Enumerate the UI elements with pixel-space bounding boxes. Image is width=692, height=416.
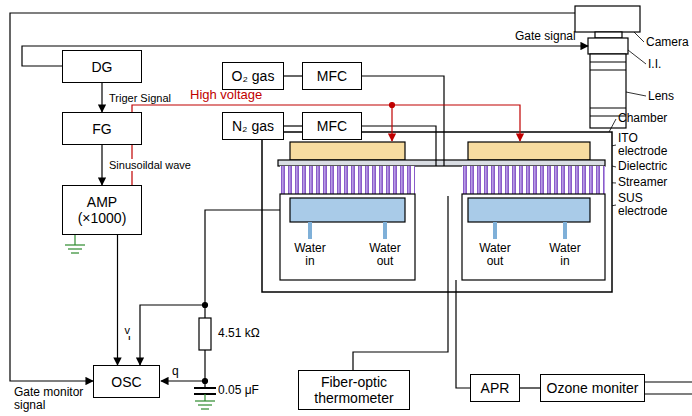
part-label: Water out bbox=[475, 242, 515, 268]
process-box: OSC bbox=[93, 365, 160, 398]
streamer bbox=[462, 166, 605, 194]
sus-electrode bbox=[290, 198, 405, 222]
part-label: Water in bbox=[290, 242, 330, 268]
process-box: AMP (×1000) bbox=[62, 185, 142, 235]
box-text: Ozone moniter bbox=[547, 380, 639, 396]
dielectric bbox=[278, 160, 605, 166]
exhaust-out bbox=[645, 381, 692, 382]
connector bbox=[101, 145, 102, 185]
signal-label: Sinusoildal wave bbox=[108, 159, 192, 171]
process-box: Ozone moniter bbox=[540, 374, 645, 402]
water-pipes bbox=[310, 222, 565, 239]
gas-tube bbox=[362, 76, 444, 166]
gas-tube bbox=[362, 126, 436, 166]
part-label: 4.51 kΩ bbox=[218, 327, 278, 340]
connector bbox=[101, 83, 102, 112]
part-label: High voltage bbox=[190, 88, 280, 102]
junction-dot bbox=[203, 303, 208, 308]
camera-body bbox=[575, 6, 640, 32]
sus-electrode bbox=[468, 198, 590, 222]
process-box: MFC bbox=[302, 62, 362, 90]
image-intensifier bbox=[588, 38, 628, 54]
box-text: APR bbox=[481, 380, 510, 396]
connector bbox=[117, 235, 118, 365]
box-text: OSC bbox=[111, 374, 141, 390]
streamer bbox=[280, 166, 415, 194]
part-label: Water out bbox=[365, 242, 405, 268]
exhaust-tube bbox=[456, 280, 470, 388]
process-box: DG bbox=[62, 50, 142, 83]
junction-dot bbox=[203, 379, 208, 384]
fiber-line bbox=[353, 196, 448, 370]
ito-electrode bbox=[290, 142, 405, 160]
part-label: ITO electrode bbox=[618, 132, 688, 158]
process-box: APR bbox=[470, 374, 520, 402]
box-text: Fiber-optic thermometer bbox=[303, 374, 405, 406]
part-label: q bbox=[172, 365, 186, 378]
part-label: SUS electrode bbox=[618, 192, 688, 218]
part-label: Chamber bbox=[618, 112, 688, 125]
box-text: DG bbox=[92, 59, 113, 75]
box-text: FG bbox=[92, 121, 111, 137]
box-text: MFC bbox=[317, 68, 347, 84]
signal-label: v bbox=[124, 324, 132, 336]
electrode-holder bbox=[462, 194, 605, 280]
current-wire bbox=[140, 305, 205, 365]
part-label: Gate signal bbox=[515, 30, 585, 43]
high-voltage-wire bbox=[132, 105, 520, 185]
capacitor-symbol bbox=[194, 388, 216, 394]
connector bbox=[284, 75, 302, 76]
lens-rings bbox=[590, 62, 626, 116]
electrode-holder bbox=[280, 194, 415, 280]
part-label: 0.05 μF bbox=[218, 384, 278, 397]
resistor-symbol bbox=[199, 318, 211, 350]
process-box: N₂ gas bbox=[222, 112, 284, 140]
chamber bbox=[262, 132, 612, 292]
box-text: AMP (×1000) bbox=[67, 194, 137, 226]
part-label: Gate monitor signal bbox=[14, 386, 94, 412]
high-voltage-wire bbox=[391, 105, 392, 141]
process-box: Fiber-optic thermometer bbox=[298, 370, 410, 410]
ground-symbol bbox=[195, 394, 215, 409]
part-label: Dielectric bbox=[618, 160, 688, 173]
box-text: N₂ gas bbox=[232, 118, 274, 134]
junction-dot bbox=[390, 103, 395, 108]
ground-symbol bbox=[65, 235, 85, 253]
connector bbox=[284, 125, 302, 126]
process-box: MFC bbox=[302, 112, 362, 140]
part-label: I.I. bbox=[648, 58, 678, 71]
ito-electrode bbox=[468, 142, 590, 160]
connector bbox=[520, 387, 540, 388]
process-box: FG bbox=[62, 112, 142, 145]
part-label: Camera bbox=[646, 36, 690, 49]
part-label: Water in bbox=[545, 242, 585, 268]
signal-label: Triger Signal bbox=[108, 92, 172, 104]
process-box: O₂ gas bbox=[222, 62, 284, 90]
part-label: Lens bbox=[648, 90, 678, 103]
camera-mount bbox=[595, 32, 622, 38]
box-text: O₂ gas bbox=[232, 68, 275, 84]
exhaust-out bbox=[645, 393, 692, 394]
ground-wire bbox=[205, 210, 280, 318]
part-label: Streamer bbox=[618, 176, 688, 189]
box-text: MFC bbox=[317, 118, 347, 134]
charge-wire bbox=[161, 380, 205, 381]
